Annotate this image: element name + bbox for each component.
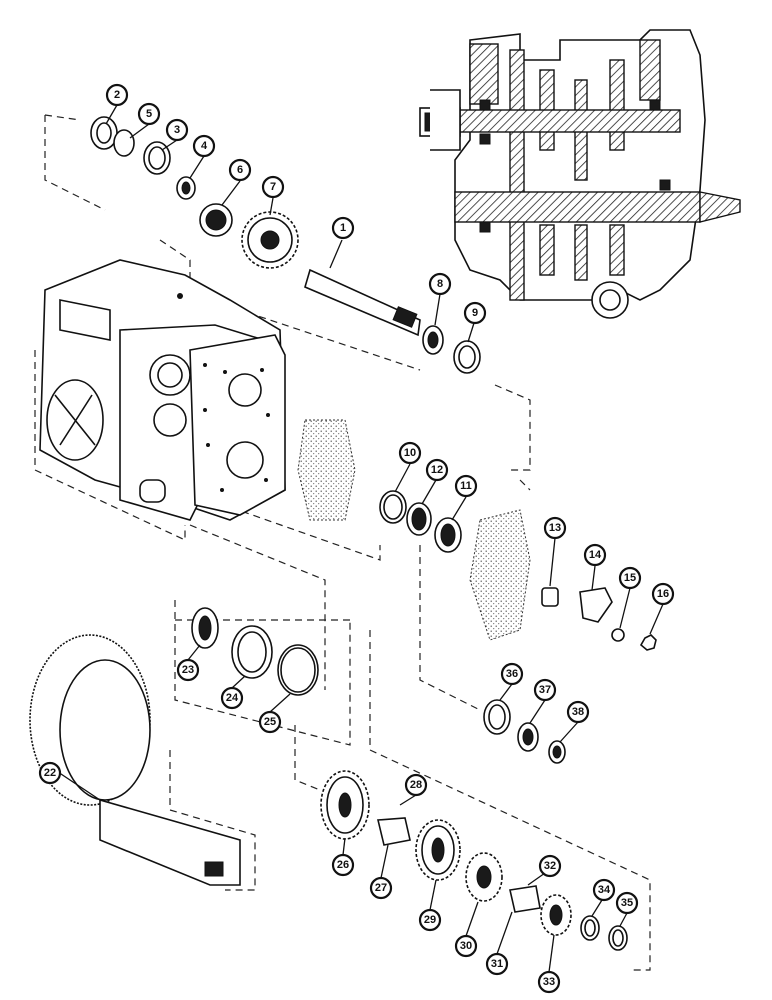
callout-label: 26 <box>337 859 349 871</box>
callout-label: 31 <box>491 958 503 970</box>
callout-label: 23 <box>182 664 194 676</box>
transmission-cross-section <box>419 29 741 319</box>
callout-28: 28 <box>404 773 428 797</box>
callout-33: 33 <box>537 970 561 994</box>
callout-2: 2 <box>105 83 129 107</box>
ring-and-pinion <box>29 607 319 886</box>
lower-gear-cluster <box>320 699 628 951</box>
callout-8: 8 <box>428 272 452 296</box>
callout-12: 12 <box>425 458 449 482</box>
callout-label: 12 <box>431 464 443 476</box>
callout-label: 24 <box>226 692 239 704</box>
callout-6: 6 <box>228 158 252 182</box>
callout-label: 25 <box>264 716 276 728</box>
transmission-case <box>39 259 286 521</box>
callout-4: 4 <box>192 134 216 158</box>
callout-36: 36 <box>500 662 524 686</box>
callout-13: 13 <box>543 516 567 540</box>
callout-label: 6 <box>237 164 243 176</box>
callout-label: 11 <box>460 480 472 492</box>
callout-24: 24 <box>220 686 244 710</box>
callout-label: 16 <box>657 588 669 600</box>
callout-14: 14 <box>583 543 607 567</box>
callout-label: 27 <box>375 882 387 894</box>
callout-label: 37 <box>539 684 551 696</box>
callout-label: 1 <box>340 222 346 234</box>
callout-label: 2 <box>114 89 120 101</box>
callout-7: 7 <box>261 175 285 199</box>
callout-1: 1 <box>331 216 355 240</box>
callout-30: 30 <box>454 934 478 958</box>
callout-9: 9 <box>463 301 487 325</box>
callout-15: 15 <box>618 566 642 590</box>
callout-label: 29 <box>424 914 436 926</box>
callout-label: 33 <box>543 976 555 988</box>
callout-11: 11 <box>454 474 478 498</box>
callout-label: 35 <box>621 897 633 909</box>
callout-22: 22 <box>38 761 62 785</box>
callout-label: 13 <box>549 522 561 534</box>
callout-label: 7 <box>270 181 276 193</box>
upper-shaft-parts <box>90 116 481 374</box>
callout-31: 31 <box>485 952 509 976</box>
callout-34: 34 <box>592 878 616 902</box>
callout-label: 15 <box>624 572 636 584</box>
callout-label: 4 <box>201 140 208 152</box>
callout-label: 10 <box>404 447 416 459</box>
callout-label: 30 <box>460 940 472 952</box>
callout-label: 28 <box>410 779 422 791</box>
callout-label: 36 <box>506 668 518 680</box>
callout-5: 5 <box>137 102 161 126</box>
callout-label: 9 <box>472 307 478 319</box>
callout-25: 25 <box>258 710 282 734</box>
callout-29: 29 <box>418 908 442 932</box>
callout-label: 22 <box>44 767 56 779</box>
callout-16: 16 <box>651 582 675 606</box>
callout-label: 14 <box>589 549 602 561</box>
callout-3: 3 <box>165 118 189 142</box>
callout-32: 32 <box>538 854 562 878</box>
callout-35: 35 <box>615 891 639 915</box>
callout-label: 38 <box>572 706 584 718</box>
callout-37: 37 <box>533 678 557 702</box>
callout-38: 38 <box>566 700 590 724</box>
callout-label: 8 <box>437 278 443 290</box>
gaskets-and-cover <box>297 419 531 641</box>
callout-label: 5 <box>146 108 152 120</box>
callout-27: 27 <box>369 876 393 900</box>
callout-label: 3 <box>174 124 180 136</box>
middle-right-parts <box>379 490 657 651</box>
callout-23: 23 <box>176 658 200 682</box>
leader-lines <box>54 104 664 973</box>
callout-26: 26 <box>331 853 355 877</box>
callout-label: 32 <box>544 860 556 872</box>
callout-10: 10 <box>398 441 422 465</box>
callout-label: 34 <box>598 884 611 896</box>
